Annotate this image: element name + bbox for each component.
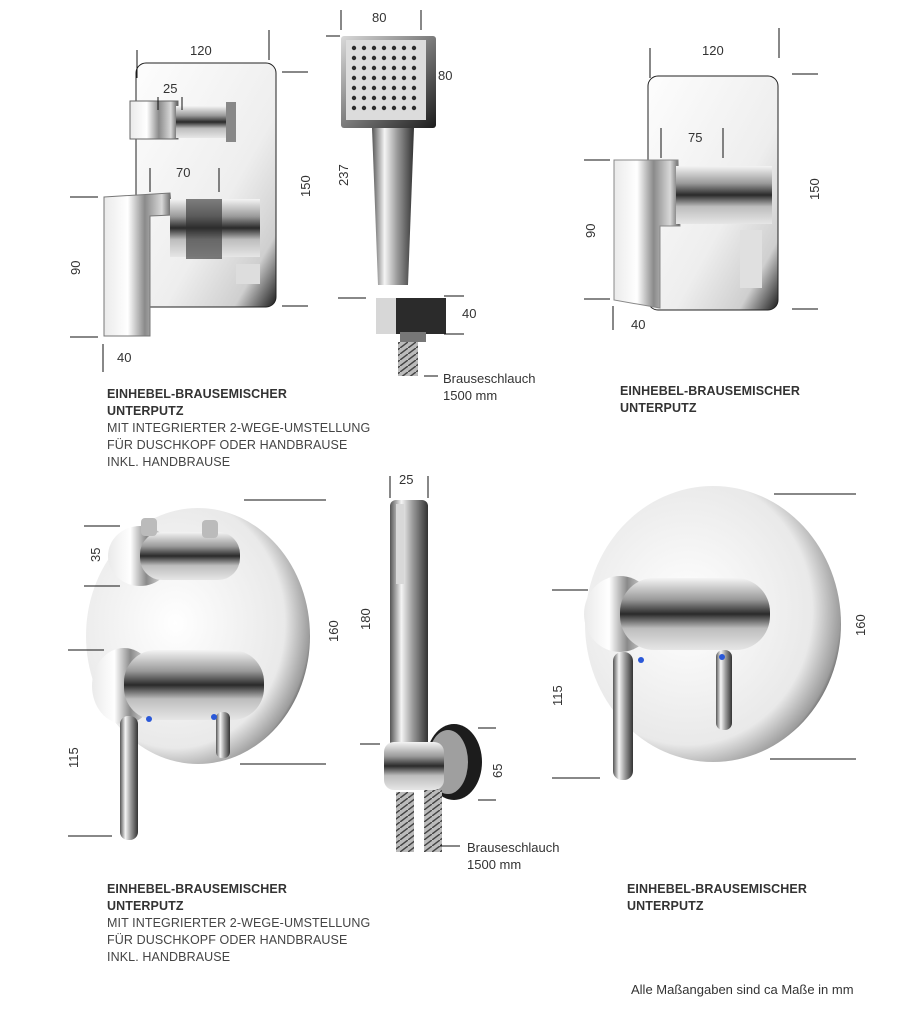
mixer-square-drawing: 120 75 150 90 40 (583, 28, 822, 332)
dim-body-height: 90 (583, 224, 598, 238)
dim-lever-width: 75 (688, 130, 702, 145)
caption-desc: MIT INTEGRIERTER 2-WEGE-UMSTELLUNG (107, 421, 371, 435)
hose-label: Brauseschlauch (443, 371, 536, 386)
dim-knob: 35 (88, 548, 103, 562)
dim-shower-length: 237 (336, 164, 351, 186)
caption-desc: FÜR DUSCHKOPF ODER HANDBRAUSE (107, 438, 348, 452)
caption-desc: MIT INTEGRIERTER 2-WEGE-UMSTELLUNG (107, 916, 371, 930)
caption-title: EINHEBEL-BRAUSEMISCHER (107, 882, 287, 896)
dim-holder: 40 (462, 306, 476, 321)
caption-product-1: EINHEBEL-BRAUSEMISCHER UNTERPUTZ MIT INT… (107, 386, 370, 471)
dim-depth: 40 (117, 350, 131, 365)
dim-plate-height: 150 (807, 178, 822, 200)
caption-title: EINHEBEL-BRAUSEMISCHER (620, 384, 800, 398)
caption-desc: INKL. HANDBRAUSE (107, 455, 231, 469)
hand-shower-round-drawing: 25 180 65 (358, 472, 505, 852)
caption-subtitle: UNTERPUTZ (620, 401, 697, 415)
hose-label: Brauseschlauch (467, 840, 560, 855)
caption-title: EINHEBEL-BRAUSEMISCHER (627, 882, 807, 896)
caption-desc: INKL. HANDBRAUSE (107, 950, 231, 964)
dim-shower-length: 180 (358, 608, 373, 630)
mixer-round-diverter-drawing: 35 160 115 (66, 499, 341, 840)
dim-body-height: 90 (68, 261, 83, 275)
footnote: Alle Maßangaben sind ca Maße in mm (631, 982, 854, 997)
caption-subtitle: UNTERPUTZ (627, 899, 704, 913)
dim-head-height: 80 (438, 68, 452, 83)
dim-holder: 65 (490, 764, 505, 778)
dim-shower-width: 25 (399, 472, 413, 487)
dim-plate-diameter: 160 (853, 614, 868, 636)
hose-label-2: Brauseschlauch 1500 mm (467, 839, 560, 873)
dim-lever-height: 115 (66, 747, 81, 768)
dim-plate-width: 120 (702, 43, 724, 58)
caption-subtitle: UNTERPUTZ (107, 404, 184, 418)
mixer-square-diverter-drawing: 120 25 70 150 90 40 (68, 30, 313, 372)
dim-plate-width: 120 (190, 43, 212, 58)
dim-knob-width: 25 (163, 81, 177, 96)
caption-desc: FÜR DUSCHKOPF ODER HANDBRAUSE (107, 933, 348, 947)
caption-product-3: EINHEBEL-BRAUSEMISCHER UNTERPUTZ (620, 383, 800, 417)
dim-head-width: 80 (372, 10, 386, 25)
dim-plate-height: 150 (298, 175, 313, 197)
hose-label-1: Brauseschlauch 1500 mm (443, 370, 536, 404)
mixer-round-drawing: 160 115 (550, 486, 868, 780)
hand-shower-square-drawing: 80 80 237 40 (326, 10, 476, 377)
dim-lever-width: 70 (176, 165, 190, 180)
caption-subtitle: UNTERPUTZ (107, 899, 184, 913)
hose-length: 1500 mm (467, 857, 522, 872)
caption-product-6: EINHEBEL-BRAUSEMISCHER UNTERPUTZ (627, 881, 807, 915)
caption-title: EINHEBEL-BRAUSEMISCHER (107, 387, 287, 401)
dim-plate-diameter: 160 (326, 620, 341, 642)
dim-depth: 40 (631, 317, 645, 332)
hose-length: 1500 mm (443, 388, 498, 403)
caption-product-4: EINHEBEL-BRAUSEMISCHER UNTERPUTZ MIT INT… (107, 881, 370, 966)
dim-lever-height: 115 (550, 685, 565, 706)
